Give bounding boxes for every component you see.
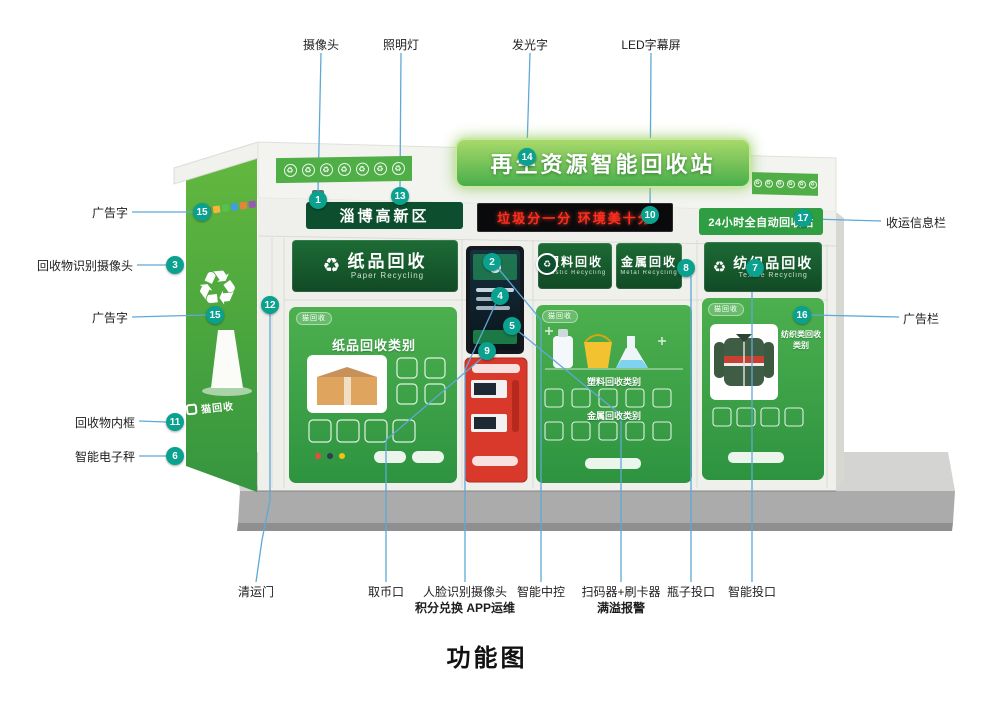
callout-marker-inner-frame: 11 [166,413,184,431]
callout-bottle-inlet-label: 瓶子投口 [666,585,716,599]
callout-face-camera-label: 人脸识别摄像头 积分兑换 APP运维 [415,584,515,616]
main-sign: 再生资源智能回收站 [455,138,751,188]
callout-face-camera-line1: 人脸识别摄像头 [422,585,508,599]
callout-marker-smart-inlet: 7 [746,259,764,277]
callout-marker-face-camera: 4 [491,287,509,305]
callout-marker-collection-info: 17 [794,209,812,227]
district-sign: 淄博高新区 [306,202,463,229]
callout-lines [131,52,900,583]
callout-central-control-label: 智能中控 [516,585,566,599]
poster-plastic-metal [536,305,692,483]
callout-face-camera-line2: 积分兑换 APP运维 [414,601,516,616]
callout-marker-clearing-door: 12 [261,296,279,314]
brand-pill-textile: 猫回收 [708,303,744,316]
bay-name-textile-en: Textile Recycling [738,271,808,279]
callout-marker-scanner: 5 [503,317,521,335]
callout-ad-board-label: 广告栏 [903,312,940,326]
bay-name-metal-en: Metal Recycling [620,270,678,276]
recycle-icon: ♻ [786,180,795,189]
callout-glow-sign-label: 发光字 [511,38,549,52]
callout-marker-light: 13 [391,187,409,205]
diagram-title: 功能图 [446,645,528,672]
bay-name-metal: 金属回收 [620,255,677,269]
callout-camera-label: 摄像头 [302,38,340,52]
callout-marker-ad-text-side: 15 [206,306,224,324]
recycle-icon: ♻ [283,163,297,178]
recycle-icon: ♻ [712,258,727,276]
recycle-icon: ♻ [797,180,806,189]
recycle-icon: ♻ [753,179,762,188]
recycle-icon: ♻ [322,255,341,277]
brand-pill-plastic: 猫回收 [542,310,578,323]
led-ticker: 垃圾分一分 环境美十分 [477,203,673,232]
callout-marker-glow-sign: 14 [518,148,536,166]
callout-marker-central-control: 2 [483,253,501,271]
bay-name-paper: 纸品回收 [347,251,428,271]
bay-header-paper: ♻ 纸品回收 Paper Recycling [292,240,458,292]
callout-marker-recognition-camera: 3 [166,256,184,274]
roof-icon-strip-left: ♻ ♻ ♻ ♻ ♻ ♻ ♻ [276,155,412,184]
roof-icon-strip-right: ♻ ♻ ♻ ♻ ♻ ♻ [752,172,818,196]
bay-name-paper-en: Paper Recycling [350,270,425,280]
callout-scanner-line2: 满溢报警 [596,601,646,616]
recycle-icon: ♻ [337,162,351,177]
recycle-icon: ♻ [775,179,784,188]
callout-coin-outlet-label: 取币口 [367,585,405,599]
recycle-icon: ♻ [391,161,405,176]
recycle-icon: ♻ [301,163,315,177]
poster-title-metal: 金属回收类别 [586,411,641,421]
callout-scanner-card-reader-label: 扫码器+刷卡器 满溢报警 [581,584,660,616]
callout-marker-coin-outlet: 9 [478,342,496,360]
callout-smart-scale-label: 智能电子秤 [74,450,135,464]
callout-marker-bottle-inlet: 8 [677,259,695,277]
callout-ad-text-top-label: 广告字 [91,206,128,220]
poster-paper [289,307,457,483]
callout-clearing-door-label: 清运门 [237,585,275,599]
callout-ad-text-side-label: 广告字 [91,311,128,325]
callout-inner-frame-label: 回收物内框 [74,416,135,430]
recycle-icon: ♻ [319,163,333,177]
sorting-point-badge: ♻ [536,253,558,275]
callout-marker-smart-scale: 6 [166,447,184,465]
poster-title-plastic: 塑料回收类别 [586,377,641,387]
callout-led-screen-label: LED字幕屏 [621,38,681,52]
recycle-icon: ♻ [373,162,387,176]
callout-recognition-camera-label: 回收物识别摄像头 [36,259,133,273]
brand-pill-paper: 猫回收 [296,312,332,325]
poster-title-textile: 纺织类回收类别 [781,330,821,350]
callout-marker-ad-text-top: 15 [193,203,211,221]
callout-light-label: 照明灯 [382,38,420,52]
bay-header-metal: 金属回收 Metal Recycling [616,243,682,289]
recycle-icon: ♻ [764,179,773,188]
bay-name-plastic: 塑料回收 [546,255,603,269]
bay-header-textile: ♻ 纺织品回收 Textile Recycling [704,242,822,292]
poster-textile [702,298,824,480]
recycle-icon: ♻ [355,162,369,176]
callout-marker-camera: 1 [309,191,327,209]
callout-smart-inlet-label: 智能投口 [727,585,777,599]
callout-scanner-line1: 扫码器+刷卡器 [581,585,661,599]
callout-marker-led-screen: 10 [641,206,659,224]
poster-title-paper: 纸品回收类别 [331,338,416,353]
callout-marker-ad-board: 16 [793,306,811,324]
brand-mark-icon [185,403,198,416]
recycle-icon: ♻ [808,180,817,189]
callout-collection-info-label: 收运信息栏 [886,216,947,230]
bay-name-plastic-en: Plastic Recycling [543,270,607,276]
